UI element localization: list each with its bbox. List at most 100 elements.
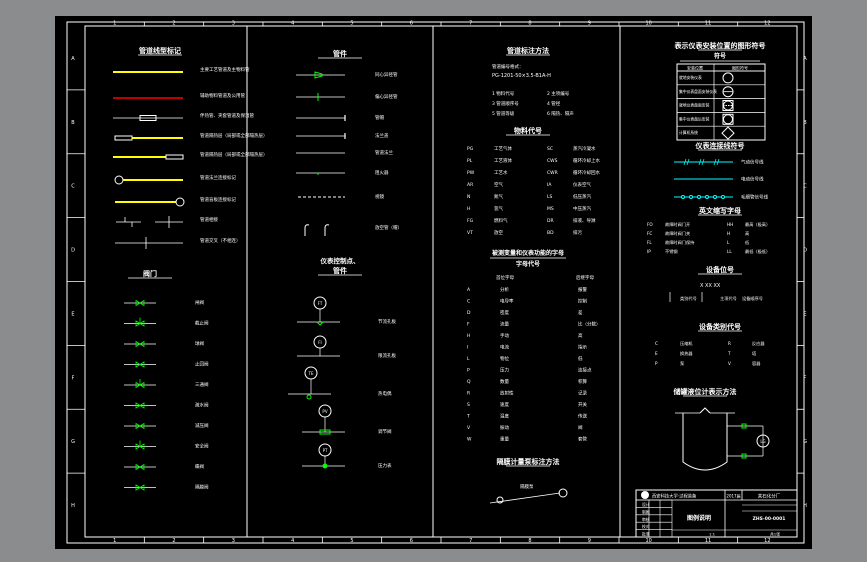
signal-line-label: 电动信号线 [741,176,764,183]
grid-column-label-bottom: 9 [588,538,591,544]
level-gauge-title: 储罐液位计表示方法 [673,387,737,396]
grid-row-label-left: D [71,248,75,254]
grid-column-label-bottom: 4 [291,538,294,544]
capillary-node [689,195,693,199]
grid-row-label-left: G [71,439,75,445]
valve-label: 球阀 [195,340,204,347]
letter-code-cell: 积算 [578,378,587,385]
grid-row-label-left: B [71,120,75,126]
grid-row-label-right: B [803,120,807,126]
valve-symbol-icon [135,340,145,348]
outer-border [66,21,805,544]
letter-code-cell: L [467,356,470,362]
grid-column-label-bottom: 2 [172,538,175,544]
valve-label: 闸阀 [195,299,204,306]
pneumatic-hash [698,158,702,166]
grid-column-label-top: 7 [469,21,472,27]
grid-column-label-bottom: 8 [528,538,531,544]
grid-column-label-top: 10 [645,21,651,27]
letter-code-cell: I [467,345,468,351]
material-code-cell: PL [467,158,473,164]
equipment-class-cell: 容器 [752,360,761,367]
format-item: 5 管道等级 [492,110,515,117]
vent-icon [324,224,330,236]
letter-code-cell: V [467,425,471,431]
grid-column-label-top: 5 [350,21,353,27]
equipment-class-cell: 反应器 [752,340,765,347]
grid-row-label-right: G [803,439,807,445]
grid-column-label-bottom: 12 [764,538,770,544]
computer-symbol-icon [721,126,735,140]
fitting-label: 放空管（帽） [375,224,402,231]
valve-bowtie-icon [135,340,145,348]
gauge-valve-icon [741,453,747,459]
school-logo-icon [641,491,649,499]
fitting-label: 管道法兰 [375,149,393,156]
letter-code-cell: 指示 [578,344,587,351]
material-code-cell: 空气 [494,181,503,188]
line-legend-label: 辅助物料管道及公用管 [200,92,245,99]
abbreviation-cell: H [727,231,730,236]
grid-column-label-top: 6 [410,21,413,27]
level-gauge-tag: LG [760,439,765,444]
title-block-role: 设计 [642,502,650,507]
install-symbol-icon [722,72,734,84]
control-valve-icon [319,429,331,435]
valve-symbol-icon [135,484,145,491]
tank-icon [682,413,728,471]
valve-symbol-icon [135,381,145,389]
grid-column-label-bottom: 1 [113,538,116,544]
pneumatic-hash [713,158,717,166]
material-code-cell: BD [547,230,554,236]
material-code-cell: 氮气 [494,193,503,200]
install-symbol-icon [723,114,733,125]
pump-label: 隔膜泵 [520,483,534,490]
letter-code-cell: 阀 [578,424,583,431]
line-legend-label: 主要工艺管道及主物料管 [200,66,250,73]
pipe-annotation-title: 管道标注方法 [507,46,549,55]
instrument-subtitle: 管件 [333,266,347,275]
format-item: 1 物料代号 [492,90,515,97]
material-code-cell: 低压蒸汽 [573,193,591,200]
instrument-label: 节流孔板 [378,318,396,325]
grid-row-label-left: H [71,503,75,509]
letter-code-subtitle: 字母代号 [516,260,540,268]
letter-code-cell: A [467,287,471,293]
letter-code-cell: S [467,402,470,408]
abbreviation-cell: 故障时阀门关 [665,230,690,237]
gauge-valve-icon [741,423,747,429]
signal-line-label: 气动信号线 [741,159,764,166]
valve-label: 蝶阀 [195,463,204,470]
thermocouple-icon [306,394,312,400]
grid-column-label-top: 4 [291,21,294,27]
install-position-label: 集中仪表盘后安装 [679,116,710,121]
letter-code-cell: 手动 [500,332,509,339]
instrument-tag: PV [322,409,327,414]
abbreviation-cell: 最低（极低） [745,248,770,255]
instrument-tag: TE [308,371,314,376]
letter-code-cell: D [467,310,471,316]
abbreviation-cell: IP [647,249,651,254]
abbreviation-cell: FL [647,240,652,245]
sheet-count: 共1张 [770,532,780,537]
insulation-box [165,154,184,160]
capillary-node [721,195,725,199]
letter-code-title: 被测变量和仪表功能的字母 [492,249,564,257]
equipment-class-cell: V [728,361,731,366]
reducer-icon [314,71,323,79]
format-lead: 管道编号格式： [492,63,524,70]
valve-label: 三通阀 [195,381,209,388]
valve-legend-title: 阀门 [143,269,157,278]
material-code-cell: AR [467,182,473,188]
line-legend-label: 伴热管、夹套管道及保温管 [200,112,254,119]
line-legend-label: 管道交叉（不相连） [200,237,241,244]
letter-code-cell: 电导率 [500,298,514,305]
pipe-number-format: PG-1201-50×3.5-B1A-H [492,73,551,79]
material-code-cell: LS [547,194,553,200]
grid-row-label-right: E [803,311,806,317]
letter-code-cell: 套管 [578,436,587,443]
valve-bowtie-icon [135,381,145,389]
abbreviation-cell: 故障时阀门保持 [665,239,694,246]
material-code-cell: 中压蒸汽 [573,205,591,212]
letter-code-cell: 重量 [500,436,509,443]
